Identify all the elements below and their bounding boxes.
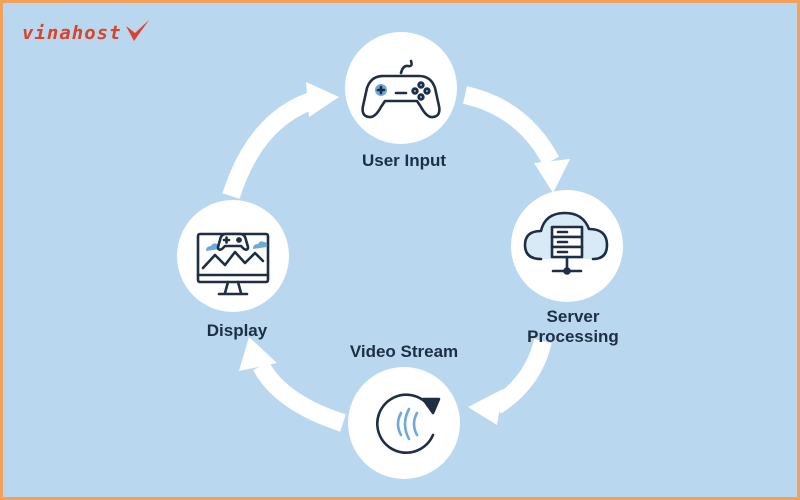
monitor-icon <box>196 232 270 296</box>
cycle-diagram <box>177 32 623 479</box>
gamepad-icon <box>361 59 441 119</box>
logo-text: vinahost <box>22 22 122 44</box>
label-user-input: User Input <box>361 151 447 170</box>
arrow-user-to-server <box>462 86 570 193</box>
logo-check-icon <box>126 20 149 41</box>
label-video-stream: Video Stream <box>349 342 459 361</box>
refresh-icon <box>376 393 441 454</box>
node-circle-user-input <box>345 32 457 144</box>
label-display: Display <box>206 321 268 340</box>
arrow-server-to-video <box>468 338 552 425</box>
arrow-display-to-user <box>222 82 339 199</box>
label-server-processing: Server Processing <box>527 307 619 346</box>
cloud-server-icon <box>523 211 609 275</box>
arrow-video-to-display <box>239 337 346 432</box>
